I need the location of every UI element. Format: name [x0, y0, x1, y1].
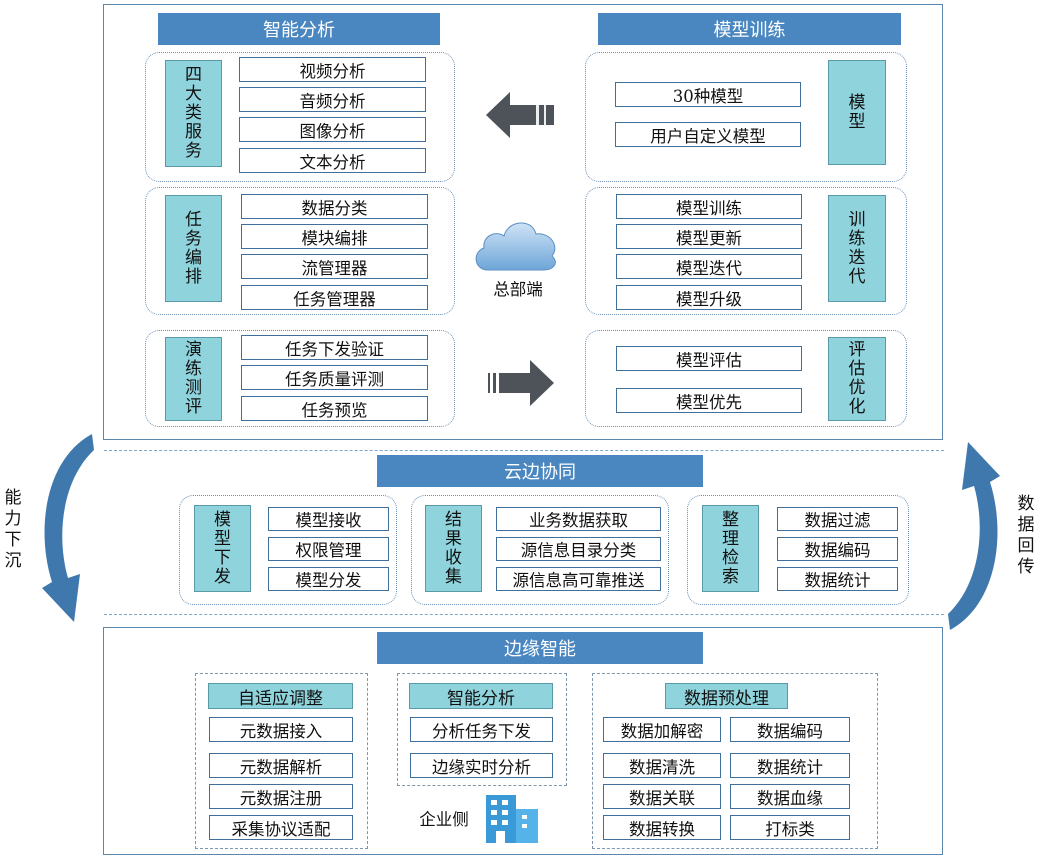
delivery-item: 模型分发 — [268, 567, 389, 591]
preprocess-item: 数据加解密 — [603, 717, 721, 742]
analysis-title: 智能分析 — [409, 683, 553, 709]
sink-down-arrow-icon — [42, 434, 94, 622]
collection-item: 业务数据获取 — [496, 507, 661, 531]
edge-intelligence-header: 边缘智能 — [377, 632, 703, 664]
drill-item: 任务预览 — [241, 396, 428, 421]
collection-group — [411, 495, 669, 605]
cloud-icon — [475, 222, 556, 271]
upper-dashed-separator — [104, 450, 944, 451]
drill-item: 任务下发验证 — [241, 335, 428, 360]
preprocess-item: 数据统计 — [730, 753, 850, 778]
model-item: 30种模型 — [615, 82, 801, 107]
evaluation-group — [585, 330, 907, 427]
headquarters-label: 总部端 — [493, 280, 543, 299]
retrieval-group — [687, 495, 909, 605]
adaptive-group — [195, 673, 368, 849]
adaptive-title: 自适应调整 — [208, 683, 353, 709]
collection-item: 源信息目录分类 — [496, 537, 661, 561]
retrieval-label: 整理检索 — [702, 505, 759, 592]
training-item: 模型迭代 — [616, 254, 802, 279]
cloud-edge-header: 云边协同 — [377, 455, 703, 487]
lower-dashed-separator — [104, 614, 944, 615]
data-return-label: 数据回传 — [1017, 494, 1035, 577]
preprocess-item: 数据编码 — [730, 717, 850, 742]
training-item: 模型更新 — [616, 224, 802, 249]
training-item: 模型升级 — [616, 285, 802, 310]
preprocess-item: 数据转换 — [603, 815, 721, 840]
orchestration-label: 任务编排 — [165, 195, 222, 302]
adaptive-item: 元数据注册 — [209, 784, 353, 809]
data-return-arrow-icon — [948, 442, 1000, 630]
building-icon — [486, 795, 538, 843]
right-block-arrow-icon — [488, 360, 554, 406]
service-item: 视频分析 — [239, 57, 426, 82]
retrieval-item: 数据统计 — [777, 567, 898, 591]
evaluation-item: 模型评估 — [616, 346, 802, 371]
enterprise-label: 企业侧 — [419, 810, 469, 829]
training-label: 训练迭代 — [828, 195, 886, 302]
orchestration-item: 流管理器 — [241, 254, 428, 279]
smart-analysis-header: 智能分析 — [158, 13, 440, 45]
collection-label: 结果收集 — [425, 505, 482, 592]
delivery-label: 模型下发 — [194, 505, 251, 592]
preprocess-title: 数据预处理 — [665, 683, 788, 709]
adaptive-item: 采集协议适配 — [209, 815, 353, 840]
preprocess-group — [592, 673, 878, 849]
drill-item: 任务质量评测 — [241, 365, 428, 390]
drill-group — [145, 330, 455, 427]
model-item: 用户自定义模型 — [615, 122, 801, 147]
delivery-group — [179, 495, 397, 605]
model-label: 模型 — [828, 60, 886, 165]
delivery-item: 模型接收 — [268, 507, 389, 531]
orchestration-item: 数据分类 — [241, 194, 428, 219]
service-item: 文本分析 — [239, 148, 426, 173]
collection-item: 源信息高可靠推送 — [496, 567, 661, 591]
retrieval-item: 数据编码 — [777, 537, 898, 561]
service-item: 音频分析 — [239, 87, 426, 112]
orchestration-item: 任务管理器 — [241, 285, 428, 310]
left-block-arrow-icon — [486, 92, 554, 138]
analysis-item: 分析任务下发 — [410, 717, 553, 742]
model-group — [585, 52, 907, 182]
services-group — [145, 52, 455, 182]
preprocess-item: 数据清洗 — [603, 753, 721, 778]
retrieval-item: 数据过滤 — [777, 507, 898, 531]
orchestration-item: 模块编排 — [241, 224, 428, 249]
model-training-header: 模型训练 — [598, 13, 901, 45]
orchestration-group — [145, 187, 455, 315]
sink-down-label: 能力下沉 — [4, 488, 22, 571]
preprocess-item: 打标类 — [730, 815, 850, 840]
drill-label: 演练测评 — [165, 337, 222, 421]
adaptive-item: 元数据解析 — [209, 753, 353, 778]
analysis-item: 边缘实时分析 — [410, 753, 553, 778]
services-label: 四大类服务 — [165, 60, 222, 167]
evaluation-label: 评估优化 — [828, 337, 886, 421]
analysis-group — [397, 673, 567, 786]
service-item: 图像分析 — [239, 117, 426, 142]
adaptive-item: 元数据接入 — [209, 717, 353, 742]
training-item: 模型训练 — [616, 194, 802, 219]
delivery-item: 权限管理 — [268, 537, 389, 561]
training-group — [585, 187, 907, 315]
evaluation-item: 模型优先 — [616, 388, 802, 413]
preprocess-item: 数据血缘 — [730, 784, 850, 809]
preprocess-item: 数据关联 — [603, 784, 721, 809]
